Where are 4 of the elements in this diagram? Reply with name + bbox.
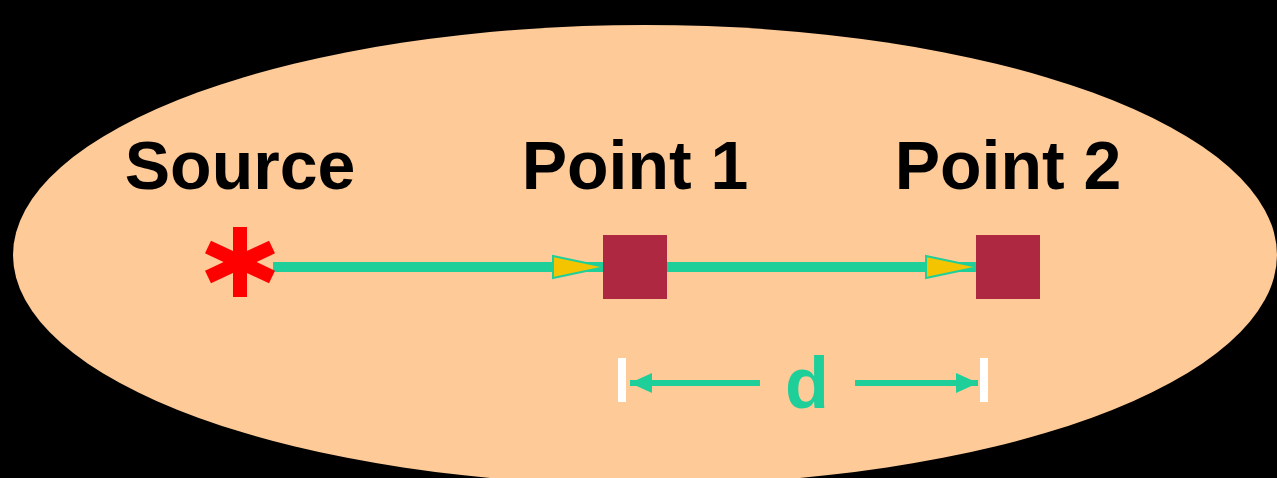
node-title: Source: [124, 126, 356, 205]
node-title: Point 1: [521, 126, 749, 205]
dimension-label: d: [785, 347, 829, 419]
node-title: Point 2: [894, 126, 1122, 205]
